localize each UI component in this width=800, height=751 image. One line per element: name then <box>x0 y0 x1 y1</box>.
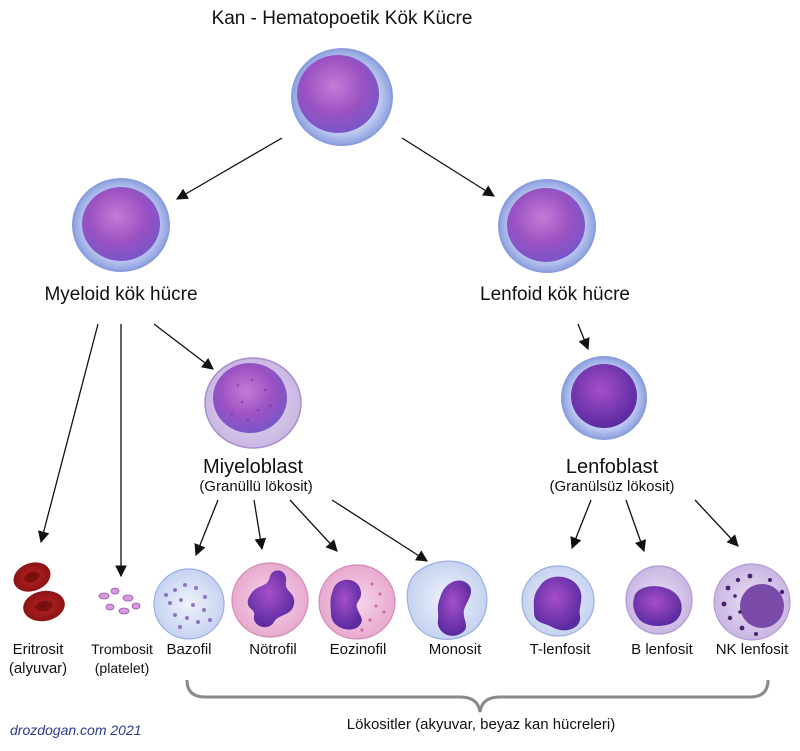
myeloblast-label: Miyeloblast <box>202 456 304 478</box>
arrow-myeloid-to-erythrocyte <box>38 323 99 544</box>
arrow-stem-to-lymphoid <box>401 137 495 197</box>
t-lymphocyte-cell <box>521 565 595 637</box>
monocyte-cell <box>406 560 488 640</box>
arrow-stem-to-myeloid <box>175 137 283 200</box>
erythrocyte-label: Eritrosit <box>12 641 64 658</box>
monocyte-label: Monosit <box>428 641 482 658</box>
arrow-lymphoid-to-lymphoblast <box>577 323 590 351</box>
lymphoblast-label: Lenfoblast <box>565 456 659 478</box>
nk-lymphocyte-label: NK lenfosit <box>715 641 789 658</box>
arrow-lymphoblast-to-t <box>570 499 592 550</box>
nk-lymphocyte-cell <box>713 563 791 641</box>
arrows <box>38 137 739 578</box>
lymphoblast-sub-label: (Granülsüz lökosit) <box>549 478 675 495</box>
credit-text: drozdogan.com 2021 <box>10 722 142 738</box>
basophil-cell <box>153 568 225 640</box>
b-lymphocyte-label: B lenfosit <box>631 641 693 658</box>
eosinophil-cell <box>318 564 396 640</box>
lymphoid-stem-cell <box>498 179 596 273</box>
lymphoid-stem-label: Lenfoid kök hücre <box>480 284 630 305</box>
arrow-myeloblast-to-basophil <box>194 499 219 557</box>
basophil-label: Bazofil <box>166 641 212 658</box>
myeloblast-cell <box>204 357 302 449</box>
lymphoblast-cell <box>561 356 647 440</box>
erythrocyte-cells <box>13 562 65 622</box>
thrombocyte-cells <box>98 587 141 615</box>
leukocytes-brace <box>185 679 770 713</box>
eosinophil-label: Eozinofil <box>329 641 387 658</box>
thrombocyte-sub-label: (platelet) <box>94 660 150 676</box>
arrow-myeloblast-to-neutrophil <box>253 499 267 551</box>
arrow-lymphoblast-to-nk <box>694 499 739 547</box>
hematopoietic-stem-cell <box>291 48 393 146</box>
neutrophil-label: Nötrofil <box>249 641 297 658</box>
arrow-lymphoblast-to-b <box>625 499 647 553</box>
title: Kan - Hematopoetik Kök Kücre <box>211 8 473 29</box>
neutrophil-cell <box>231 562 309 638</box>
t-lymphocyte-label: T-lenfosit <box>529 641 591 658</box>
thrombocyte-label: Trombosit <box>91 641 153 657</box>
myeloid-stem-cell <box>72 178 170 272</box>
myeloblast-sub-label: (Granüllü lökosit) <box>199 478 313 495</box>
b-lymphocyte-cell <box>625 565 693 635</box>
arrow-myeloid-to-myeloblast <box>153 323 214 370</box>
erythrocyte-sub-label: (alyuvar) <box>8 660 68 677</box>
myeloid-stem-label: Myeloid kök hücre <box>44 284 198 305</box>
leukocytes-label: Lökositler (akyuvar, beyaz kan hücreleri… <box>346 716 616 733</box>
arrow-myeloblast-to-eosinophil <box>289 499 338 552</box>
arrow-myeloblast-to-monocyte <box>331 499 428 562</box>
